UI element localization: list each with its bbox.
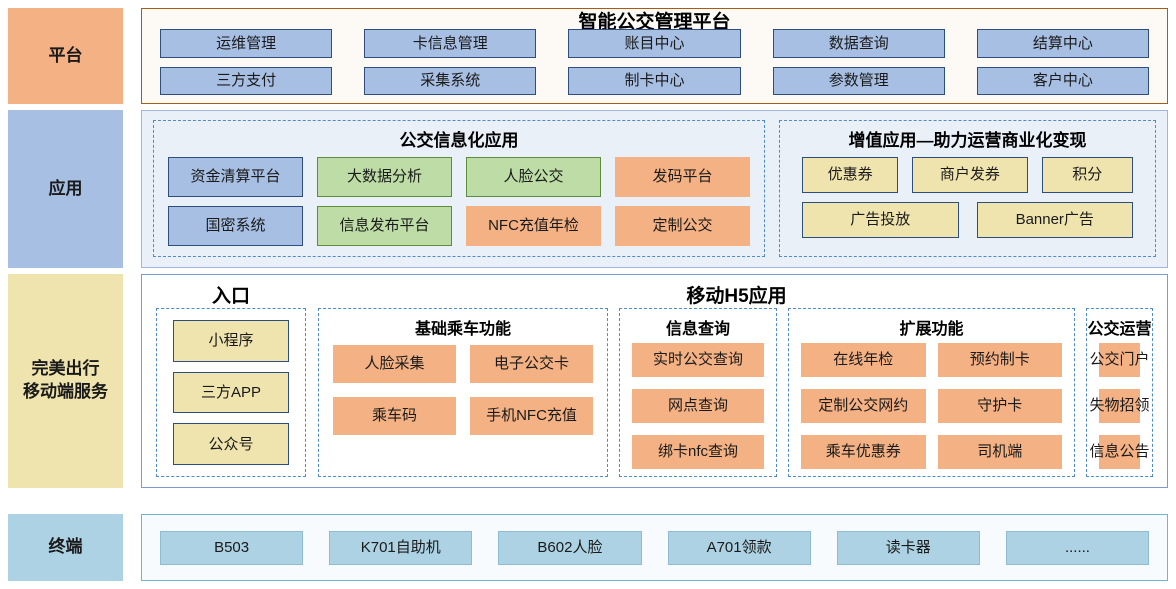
group-title-bus-operation: 公交运营 (1087, 321, 1152, 338)
platform-item[interactable]: 运维管理 (160, 29, 333, 58)
app-item[interactable]: 大数据分析 (317, 157, 452, 197)
group-extended-features: 扩展功能 在线年检 预约制卡 定制公交网约 守护卡 乘车优惠券 司机端 (788, 308, 1075, 477)
terminal-item-row: B503 K701自助机 B602人脸 A701领款 读卡器 ...... (142, 515, 1167, 580)
band-label-platform: 平台 (8, 8, 123, 104)
bus-operation-item[interactable]: 信息公告 (1090, 435, 1150, 469)
band-body-mobile-service: 入口 移动H5应用 小程序 三方APP 公众号 基础乘车功能 人脸采集 电子公交… (141, 274, 1168, 488)
band-application: 应用 公交信息化应用 资金清算平台 大数据分析 人脸公交 发码平台 国密系统 信… (8, 110, 1168, 268)
app-item[interactable]: 国密系统 (168, 206, 303, 246)
app-item[interactable]: 发码平台 (615, 157, 750, 197)
app-item[interactable]: 信息发布平台 (317, 206, 452, 246)
value-added-item[interactable]: 积分 (1041, 157, 1133, 193)
app-item[interactable]: NFC充值年检 (466, 206, 601, 246)
group-bus-informatization: 公交信息化应用 资金清算平台 大数据分析 人脸公交 发码平台 国密系统 信息发布… (153, 120, 765, 257)
band-label-mobile-line1: 完美出行 (31, 359, 100, 379)
terminal-item[interactable]: A701领款 (667, 530, 811, 565)
app-item[interactable]: 定制公交 (615, 206, 750, 246)
basic-ride-item[interactable]: 电子公交卡 (470, 345, 593, 383)
entry-item[interactable]: 公众号 (173, 423, 289, 466)
terminal-item[interactable]: B602人脸 (498, 530, 642, 565)
group-info-query: 信息查询 实时公交查询 网点查询 绑卡nfc查询 (619, 308, 777, 477)
value-added-item[interactable]: Banner广告 (976, 202, 1133, 238)
group-title-value-added: 增值应用—助力运营商业化变现 (848, 131, 1087, 150)
platform-item[interactable]: 参数管理 (772, 66, 945, 95)
platform-item-grid: 运维管理 卡信息管理 账目中心 数据查询 结算中心 三方支付 采集系统 制卡中心… (142, 29, 1167, 95)
terminal-item[interactable]: B503 (160, 530, 304, 565)
band-label-mobile-line2: 移动端服务 (23, 382, 108, 401)
extended-features-grid: 在线年检 预约制卡 定制公交网约 守护卡 乘车优惠券 司机端 (789, 339, 1074, 479)
entry-item-list: 小程序 三方APP 公众号 (157, 309, 305, 476)
group-basic-ride: 基础乘车功能 人脸采集 电子公交卡 乘车码 手机NFC充值 (318, 308, 608, 477)
group-bus-operation: 公交运营 公交门户 失物招领 信息公告 (1086, 308, 1153, 477)
platform-title: 智能公交管理平台 (578, 12, 731, 33)
entry-item[interactable]: 三方APP (173, 371, 289, 414)
entry-title: 入口 (211, 286, 250, 307)
group-title-basic-ride: 基础乘车功能 (414, 321, 511, 338)
platform-item[interactable]: 三方支付 (160, 66, 333, 95)
group-title-bus-informatization: 公交信息化应用 (399, 131, 519, 150)
basic-ride-grid: 人脸采集 电子公交卡 乘车码 手机NFC充值 (319, 339, 607, 447)
basic-ride-item[interactable]: 人脸采集 (333, 345, 456, 383)
band-body-terminal: B503 K701自助机 B602人脸 A701领款 读卡器 ...... (141, 514, 1168, 581)
band-terminal: 终端 B503 K701自助机 B602人脸 A701领款 读卡器 ...... (8, 514, 1168, 581)
bus-informatization-grid: 资金清算平台 大数据分析 人脸公交 发码平台 国密系统 信息发布平台 NFC充值… (154, 157, 764, 246)
band-label-application: 应用 (8, 110, 123, 268)
extended-feature-item[interactable]: 在线年检 (801, 343, 926, 377)
band-platform: 平台 智能公交管理平台 运维管理 卡信息管理 账目中心 数据查询 结算中心 三方… (8, 8, 1168, 104)
platform-item[interactable]: 卡信息管理 (364, 29, 537, 58)
band-mobile-service: 完美出行 移动端服务 入口 移动H5应用 小程序 三方APP 公众号 基础乘车功… (8, 274, 1168, 488)
extended-feature-item[interactable]: 守护卡 (937, 389, 1062, 423)
value-added-row-2: 广告投放 Banner广告 (780, 202, 1155, 238)
value-added-row-1: 优惠券 商户发券 积分 (780, 157, 1155, 193)
extended-feature-item[interactable]: 预约制卡 (937, 343, 1062, 377)
group-title-extended-features: 扩展功能 (899, 321, 964, 338)
value-added-item[interactable]: 商户发券 (912, 157, 1028, 193)
group-value-added: 增值应用—助力运营商业化变现 优惠券 商户发券 积分 广告投放 Banner广告 (779, 120, 1156, 257)
extended-feature-item[interactable]: 乘车优惠券 (801, 435, 926, 469)
app-item[interactable]: 资金清算平台 (168, 157, 303, 197)
value-added-item[interactable]: 广告投放 (802, 202, 959, 238)
terminal-item[interactable]: K701自助机 (329, 530, 473, 565)
bus-operation-item[interactable]: 失物招领 (1090, 389, 1150, 423)
platform-item[interactable]: 采集系统 (364, 66, 537, 95)
group-entry: 小程序 三方APP 公众号 (156, 308, 306, 477)
platform-item[interactable]: 制卡中心 (568, 66, 741, 95)
app-item[interactable]: 人脸公交 (466, 157, 601, 197)
band-label-terminal: 终端 (8, 514, 123, 581)
terminal-item[interactable]: 读卡器 (836, 530, 980, 565)
entry-item[interactable]: 小程序 (173, 320, 289, 362)
band-body-application: 公交信息化应用 资金清算平台 大数据分析 人脸公交 发码平台 国密系统 信息发布… (141, 110, 1168, 268)
platform-item[interactable]: 客户中心 (976, 66, 1149, 95)
value-added-item[interactable]: 优惠券 (802, 157, 899, 193)
info-query-list: 实时公交查询 网点查询 绑卡nfc查询 (620, 339, 776, 479)
extended-feature-item[interactable]: 定制公交网约 (801, 389, 926, 423)
info-query-item[interactable]: 绑卡nfc查询 (632, 435, 764, 469)
terminal-item[interactable]: ...... (1005, 530, 1150, 565)
extended-feature-item[interactable]: 司机端 (937, 435, 1062, 469)
basic-ride-item[interactable]: 手机NFC充值 (470, 397, 593, 435)
band-label-mobile-service: 完美出行 移动端服务 (8, 274, 123, 488)
bus-operation-list: 公交门户 失物招领 信息公告 (1087, 339, 1152, 479)
h5-title: 移动H5应用 (686, 286, 787, 307)
basic-ride-item[interactable]: 乘车码 (333, 397, 456, 435)
platform-item[interactable]: 结算中心 (976, 29, 1149, 58)
bus-operation-item[interactable]: 公交门户 (1090, 343, 1150, 377)
info-query-item[interactable]: 网点查询 (632, 389, 764, 423)
platform-item[interactable]: 数据查询 (772, 29, 945, 58)
band-body-platform: 智能公交管理平台 运维管理 卡信息管理 账目中心 数据查询 结算中心 三方支付 … (141, 8, 1168, 104)
group-title-info-query: 信息查询 (665, 321, 730, 338)
platform-item[interactable]: 账目中心 (568, 29, 741, 58)
info-query-item[interactable]: 实时公交查询 (632, 343, 764, 377)
